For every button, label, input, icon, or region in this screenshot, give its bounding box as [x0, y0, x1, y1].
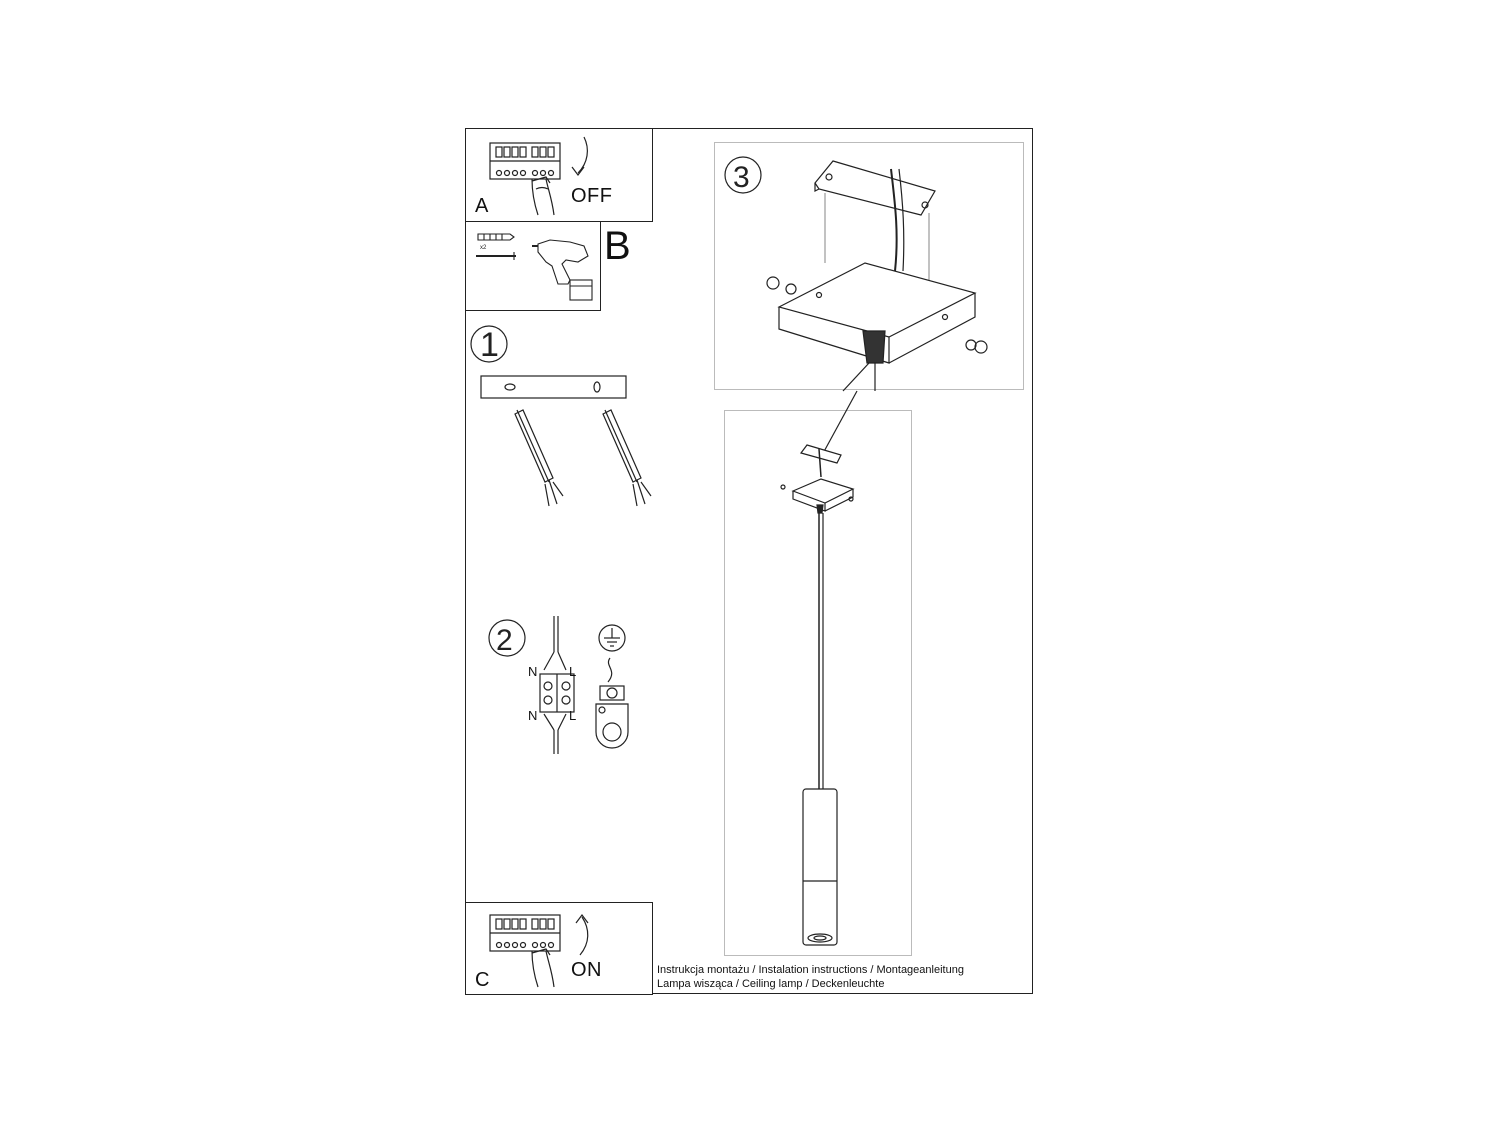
step-a-panel: A OFF	[465, 128, 653, 222]
pendant-lamp-diagram	[780, 390, 858, 946]
step-a-action: OFF	[571, 185, 613, 207]
canopy-detail-diagram: 3	[724, 156, 988, 392]
step-c-letter: C	[475, 969, 490, 991]
instruction-sheet	[465, 128, 1033, 994]
label-l-bottom: L	[569, 708, 577, 723]
label-l-top: L	[569, 664, 577, 679]
step-2-circle	[488, 619, 526, 657]
step-3-circle	[724, 156, 762, 194]
label-n-top: N	[528, 664, 538, 679]
drill-holes-diagram: 1	[470, 325, 652, 507]
breaker-off-icon	[489, 136, 588, 216]
step-b-letter: B	[604, 224, 631, 268]
footer-line-1: Instrukcja montażu / Instalation instruc…	[657, 964, 964, 976]
step-c-panel: C ON	[465, 902, 653, 995]
dowel-screw-drill-icon: x2	[476, 233, 593, 301]
step-1-number: 1	[480, 326, 499, 364]
label-n-bottom: N	[528, 708, 538, 723]
step-a-letter: A	[475, 195, 489, 217]
step-2-number: 2	[496, 624, 513, 657]
step-c-action: ON	[571, 959, 602, 981]
step-b-panel: x2 B	[465, 221, 631, 311]
step-2-area: 2 N L N L	[480, 612, 650, 762]
step-3-detail-panel: 3	[714, 142, 1024, 392]
step-3-number: 3	[733, 161, 750, 194]
wiring-diagram: 2	[488, 616, 629, 754]
breaker-on-icon	[489, 914, 589, 988]
lamp-overview-panel	[724, 390, 912, 956]
dowel-count: x2	[480, 245, 487, 251]
step-1-area: 1	[465, 310, 665, 530]
step-1-circle	[470, 325, 508, 363]
footer-line-2: Lampa wisząca / Ceiling lamp / Deckenleu…	[657, 978, 885, 990]
